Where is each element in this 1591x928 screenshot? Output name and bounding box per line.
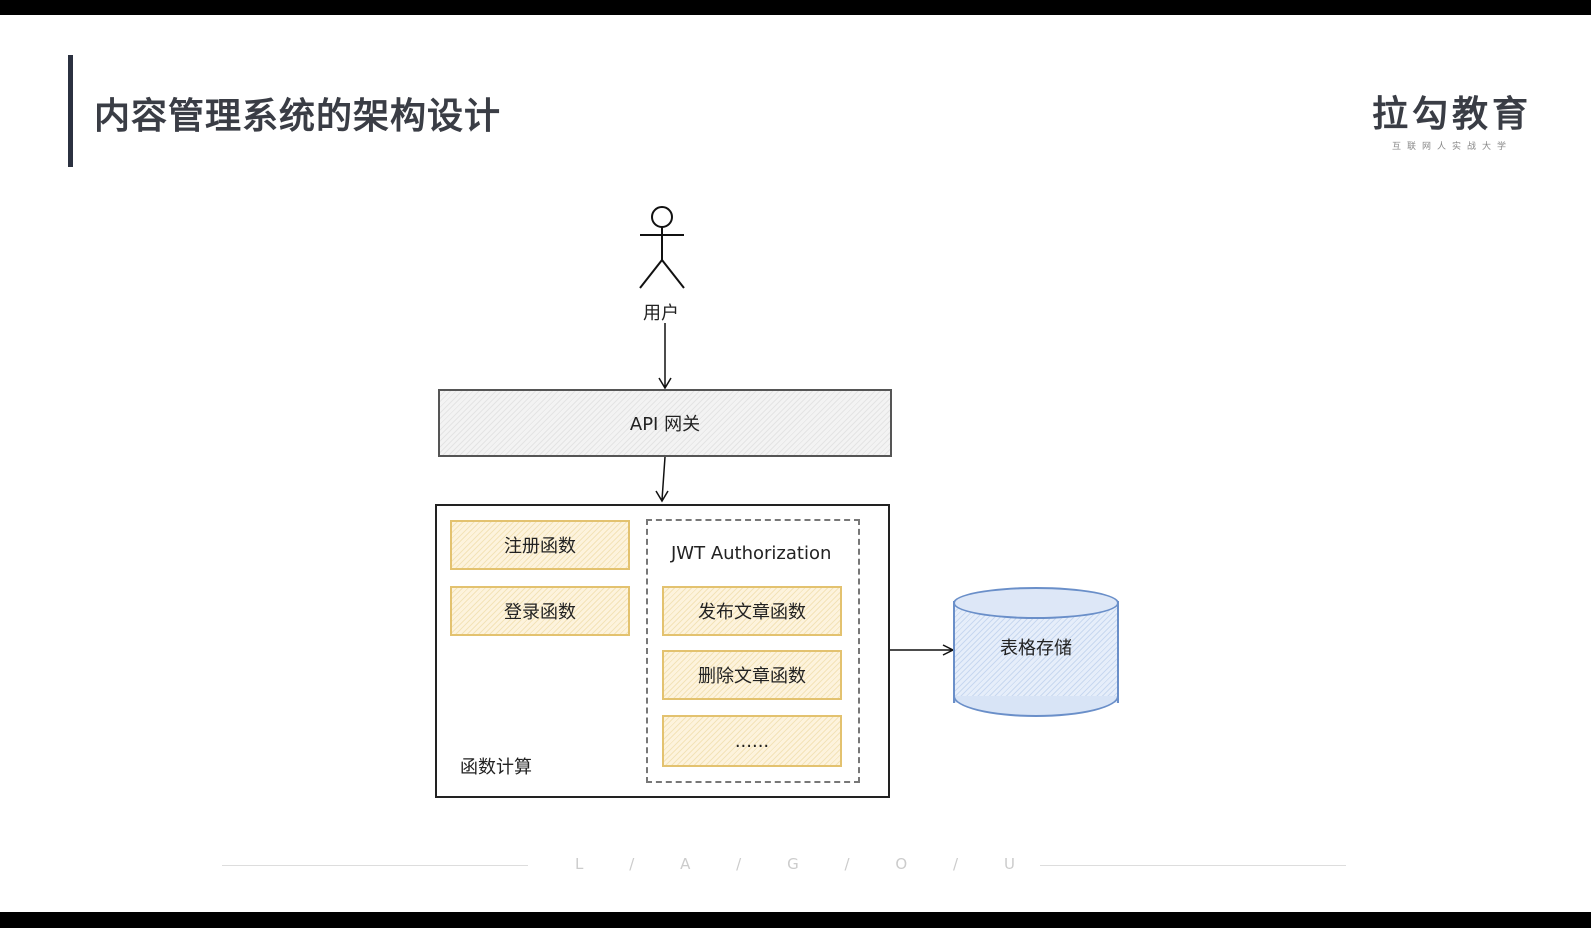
api-gateway-box: API 网关 [438, 389, 892, 457]
logo-name: 拉勾教育 [1372, 94, 1533, 135]
footer-letter: U [1003, 855, 1015, 873]
footer-line-right [1040, 865, 1346, 866]
footer-letter: / [629, 855, 635, 873]
more-functions-box: ...... [662, 715, 842, 767]
page-title: 内容管理系统的架构设计 [94, 96, 502, 137]
footer-letter: O [895, 855, 908, 873]
logo: 拉勾教育 互联网人实战大学 [1372, 85, 1532, 152]
slide: 内容管理系统的架构设计 拉勾教育 互联网人实战大学 用户 API 网关 注册函数… [0, 15, 1591, 912]
footer-letter: / [953, 855, 959, 873]
footer-letter: G [787, 855, 799, 873]
delete-article-function-box: 删除文章函数 [662, 650, 842, 700]
table-storage-cylinder: 表格存储 [953, 587, 1119, 717]
login-function-box: 登录函数 [450, 586, 630, 636]
footer-letter: A [680, 855, 691, 873]
jwt-label: JWT Authorization [671, 543, 832, 564]
footer-letter: / [844, 855, 850, 873]
table-storage-label: 表格存储 [1000, 638, 1072, 659]
jwt-authorization-group [646, 519, 860, 783]
logo-tagline: 互联网人实战大学 [1392, 142, 1513, 152]
user-stick-figure-icon [639, 206, 685, 289]
publish-article-function-box: 发布文章函数 [662, 586, 842, 636]
footer-line-left [222, 865, 528, 866]
user-label: 用户 [643, 303, 679, 324]
function-compute-label: 函数计算 [460, 757, 532, 778]
footer-letter: L [575, 855, 584, 873]
title-accent-bar [68, 55, 73, 167]
footer-brand: L / A / G / O / U [575, 855, 1015, 873]
register-function-box: 注册函数 [450, 520, 630, 570]
footer-letter: / [736, 855, 742, 873]
